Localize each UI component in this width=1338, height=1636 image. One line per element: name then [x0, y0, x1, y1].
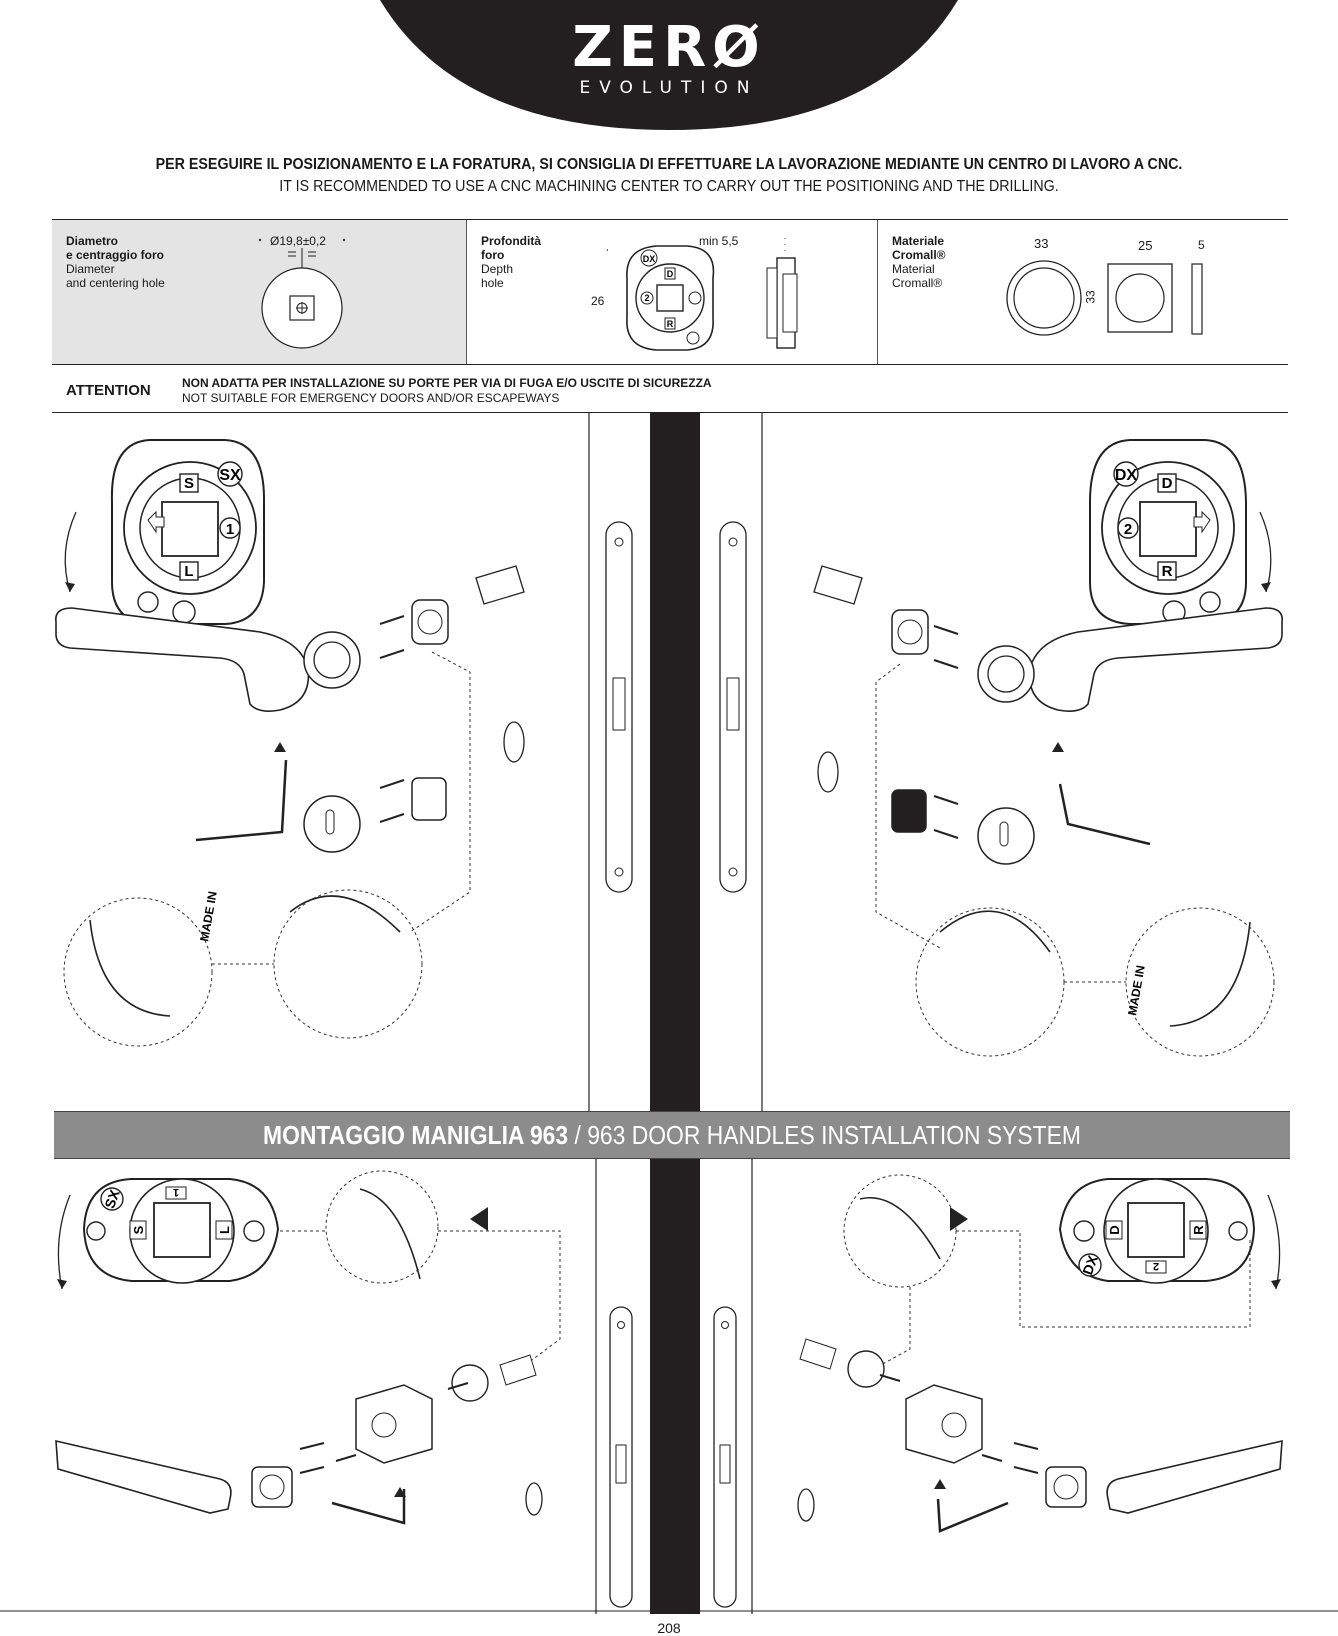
material-label-it-2: Cromall® [892, 248, 946, 262]
tl-mark-1: 1 [226, 521, 234, 538]
section-band: MONTAGGIO MANIGLIA 963 / 963 DOOR HANDLE… [54, 1111, 1290, 1159]
recommendation-english: IT IS RECOMMENDED TO USE A CNC MACHINING… [279, 178, 1059, 195]
logo-background [380, 0, 958, 130]
bl-mark-s: S [131, 1225, 146, 1234]
brand-logo: ZERØ [572, 15, 766, 80]
installation-diagram-top: SX S L 1 MADE IN DX D R 2 [55, 412, 1283, 1112]
material-dim-thickness: 5 [1198, 238, 1205, 252]
page-number: 208 [657, 1620, 681, 1636]
depth-mark-dx: DX [643, 254, 656, 264]
material-dim-round: 33 [1034, 236, 1049, 251]
depth-label-en-1: Depth [481, 262, 514, 276]
section-title: MONTAGGIO MANIGLIA 963 / 963 DOOR HANDLE… [128, 1120, 1216, 1151]
diameter-value: Ø19,8±0,2 [270, 234, 326, 248]
tr-mark-r: R [1162, 563, 1173, 580]
bl-mark-1: 1 [173, 1186, 179, 1198]
depth-height-value: 26 [591, 294, 605, 308]
specs-table: Diametro e centraggio foro Diameter and … [52, 219, 1288, 365]
diameter-hole-drawing [258, 238, 346, 349]
depth-label-it-2: foro [481, 248, 505, 262]
installation-diagram-bottom: SX S L 1 DX D R 2 [0, 1159, 1338, 1614]
material-label-it-1: Materiale [892, 234, 945, 248]
diameter-label-en-2: and centering hole [66, 276, 165, 290]
tr-mark-2: 2 [1124, 521, 1132, 538]
attention-row: ATTENTION NON ADATTA PER INSTALLAZIONE S… [52, 364, 1288, 413]
depth-min-value: min 5,5 [699, 234, 739, 248]
section-title-bold: MONTAGGIO MANIGLIA 963 [263, 1120, 569, 1150]
tr-mark-d: D [1162, 475, 1173, 492]
diameter-label-it-1: Diametro [66, 234, 119, 248]
attention-text-it: NON ADATTA PER INSTALLAZIONE SU PORTE PE… [182, 376, 712, 390]
material-label-en-1: Material [892, 262, 935, 276]
spec-diameter: Diametro e centraggio foro Diameter and … [52, 220, 467, 364]
spec-material: Materiale Cromall® Material Cromall® 33 … [878, 220, 1288, 364]
depth-mark-d: D [667, 269, 674, 279]
tl-mark-s: S [184, 475, 194, 492]
br-mark-dx: DX [1079, 1253, 1101, 1277]
attention-label: ATTENTION [66, 382, 151, 399]
brand-logo-subtitle: EVOLUTION [579, 78, 759, 98]
br-mark-r: R [1191, 1225, 1206, 1235]
material-dim-square: 25 [1138, 238, 1153, 253]
depth-rose-drawing: DX D R 2 [607, 238, 798, 351]
depth-mark-2: 2 [644, 293, 649, 303]
tl-made-in: MADE IN [197, 890, 220, 942]
tr-mark-dx: DX [1115, 467, 1138, 484]
depth-label-en-2: hole [481, 276, 504, 290]
depth-mark-r: R [667, 319, 674, 329]
diameter-label-en-1: Diameter [66, 262, 115, 276]
recommendation-italian: PER ESEGUIRE IL POSIZIONAMENTO E LA FORA… [155, 156, 1183, 173]
diameter-label-it-2: e centraggio foro [66, 248, 165, 262]
br-mark-d: D [1107, 1225, 1122, 1234]
bl-mark-l: L [217, 1226, 232, 1234]
attention-text-en: NOT SUITABLE FOR EMERGENCY DOORS AND/OR … [182, 391, 560, 405]
tl-mark-sx: SX [219, 467, 241, 484]
tl-mark-l: L [184, 563, 193, 580]
br-mark-2: 2 [1153, 1260, 1159, 1272]
material-label-en-2: Cromall® [892, 276, 943, 290]
material-rose-drawing [1006, 260, 1203, 336]
depth-label-it-1: Profondità [481, 234, 541, 248]
section-title-rest: / 963 DOOR HANDLES INSTALLATION SYSTEM [568, 1120, 1081, 1150]
spec-depth: Profondità foro Depth hole min 5,5 26 DX… [467, 220, 878, 364]
bl-mark-sx: SX [101, 1187, 123, 1211]
